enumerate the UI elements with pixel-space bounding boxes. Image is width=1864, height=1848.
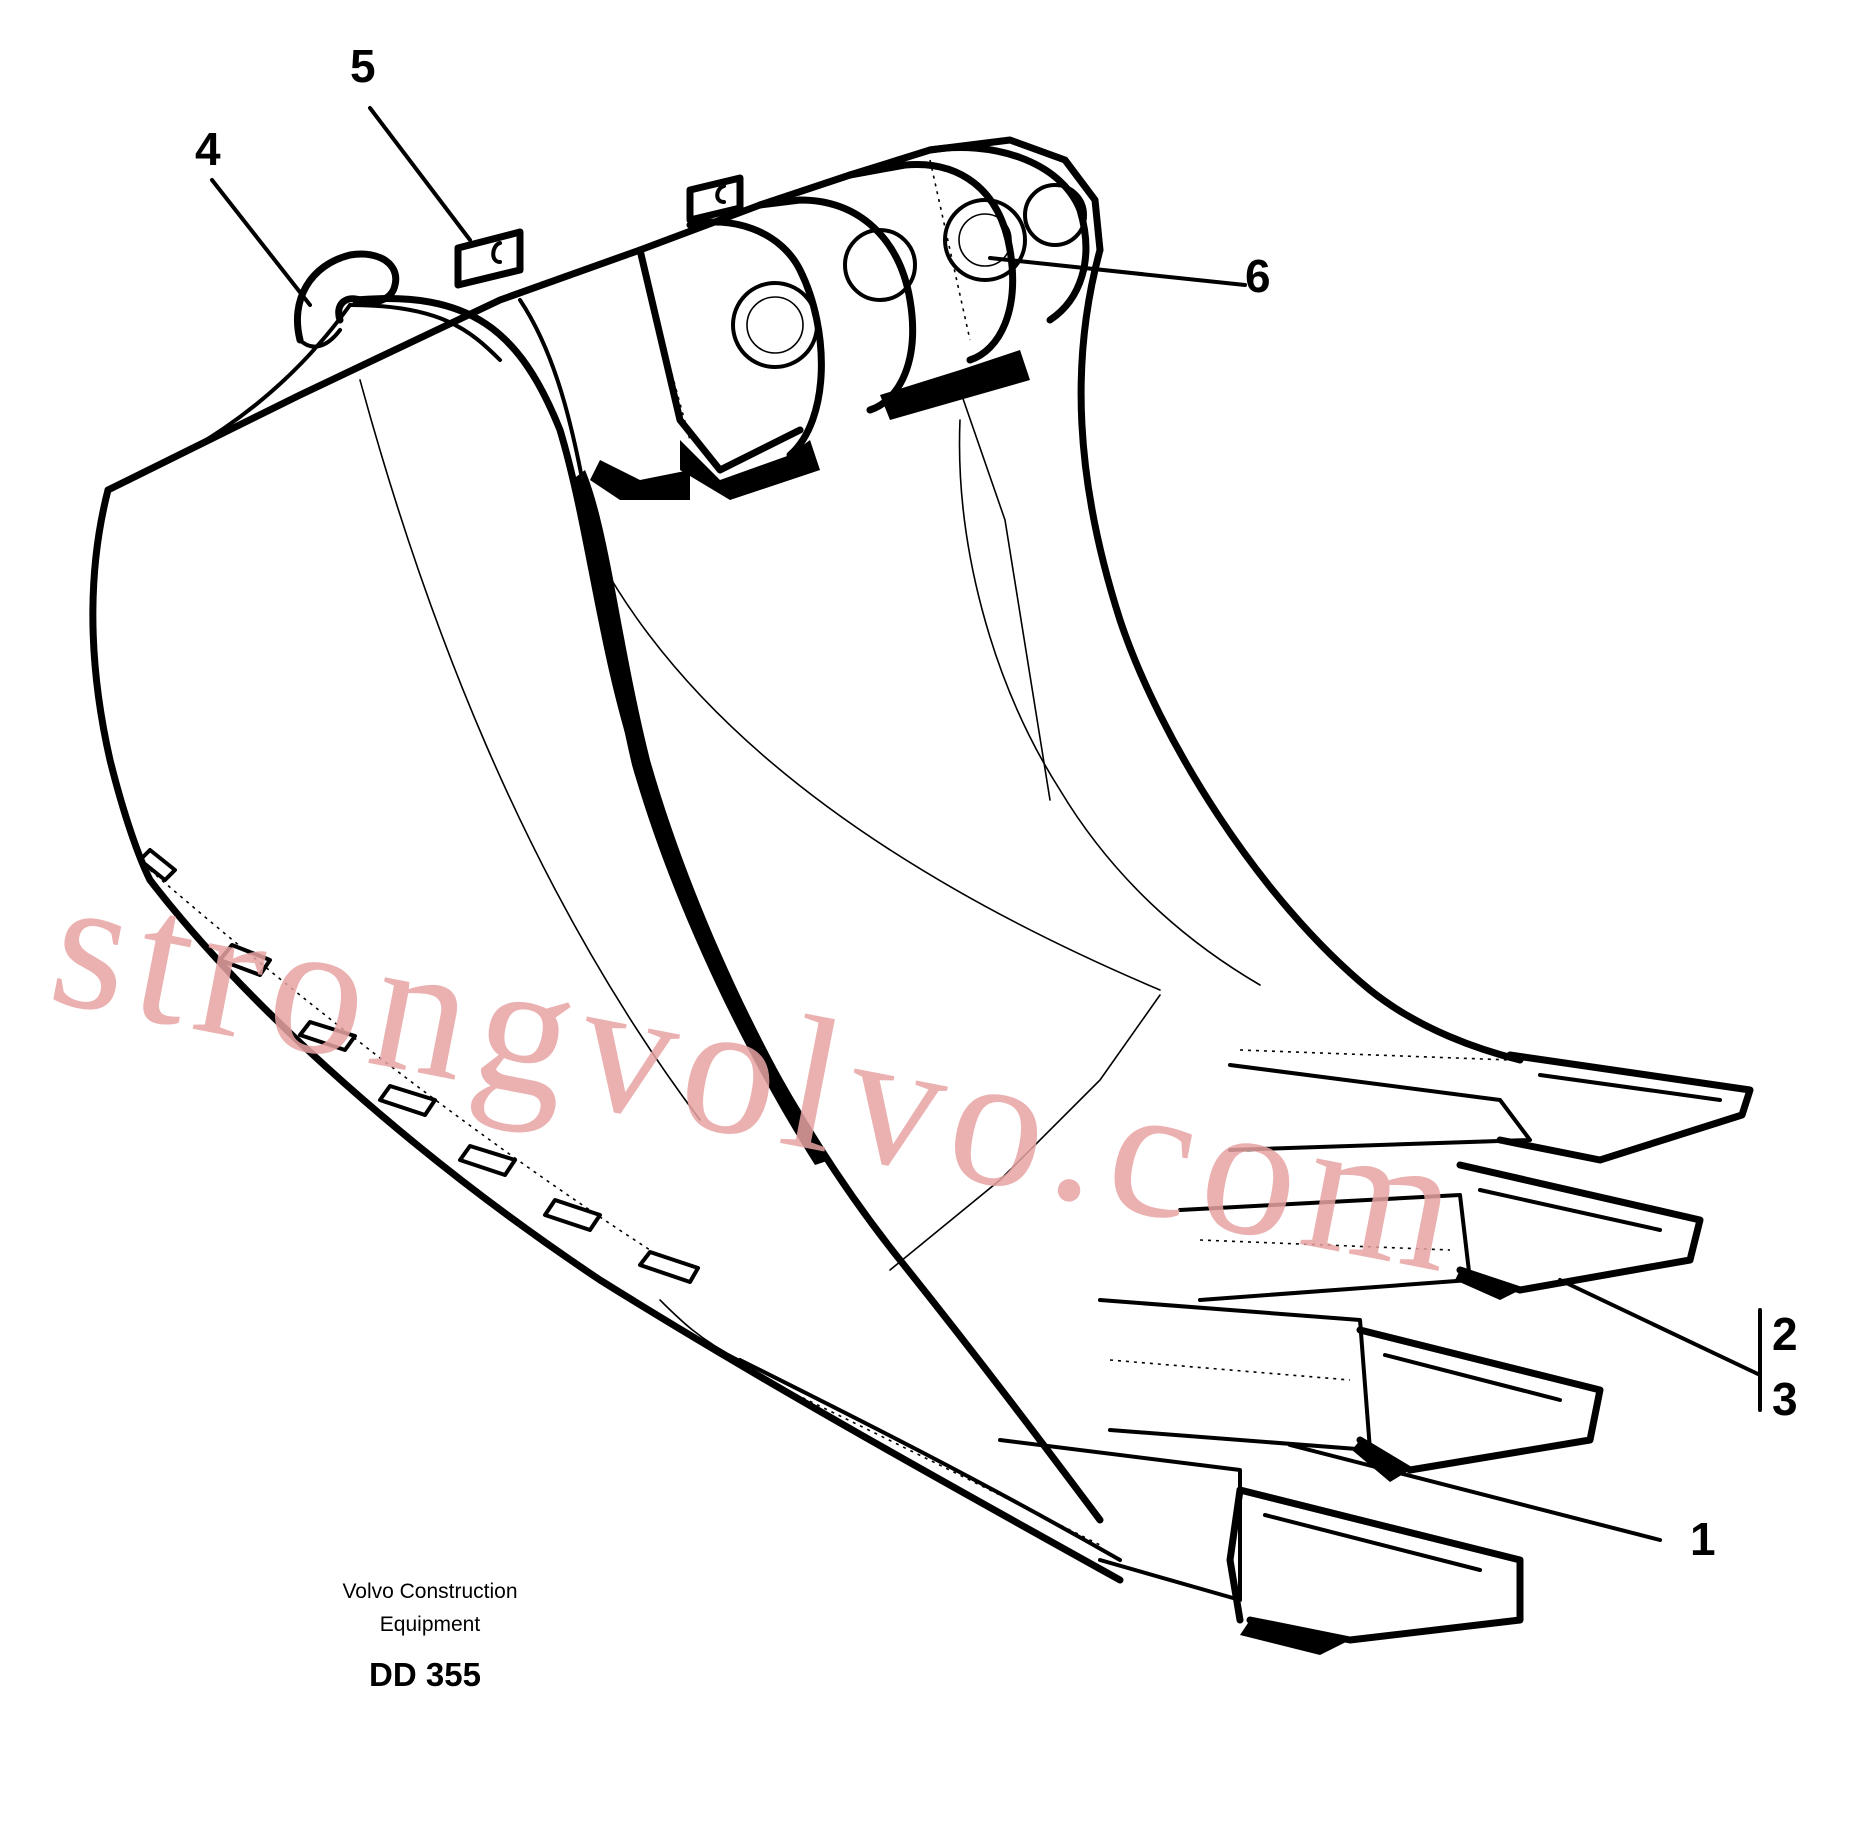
callout-6: 6 xyxy=(1245,250,1271,302)
watermark: strongvolvo.com xyxy=(37,835,1483,1314)
callout-labels: 1 2 3 4 5 6 xyxy=(195,40,1798,1565)
hinge-bracket xyxy=(590,144,1090,801)
callout-5: 5 xyxy=(350,40,376,92)
caption-block: Volvo Construction Equipment DD 355 xyxy=(342,1580,517,1693)
callout-2: 2 xyxy=(1772,1308,1798,1360)
lug-right xyxy=(686,174,744,224)
callout-3: 3 xyxy=(1772,1373,1798,1425)
callout-1: 1 xyxy=(1690,1513,1716,1565)
bucket-body xyxy=(89,136,1524,1584)
caption-company: Volvo Construction xyxy=(342,1580,517,1603)
lug-left xyxy=(454,228,524,289)
lifting-eye xyxy=(293,250,400,349)
teeth xyxy=(998,1049,1754,1655)
leader-lines xyxy=(210,106,1762,1542)
callout-4: 4 xyxy=(195,123,221,175)
caption-company-line2: Equipment xyxy=(380,1613,481,1636)
drawing-code: DD 355 xyxy=(369,1656,481,1693)
